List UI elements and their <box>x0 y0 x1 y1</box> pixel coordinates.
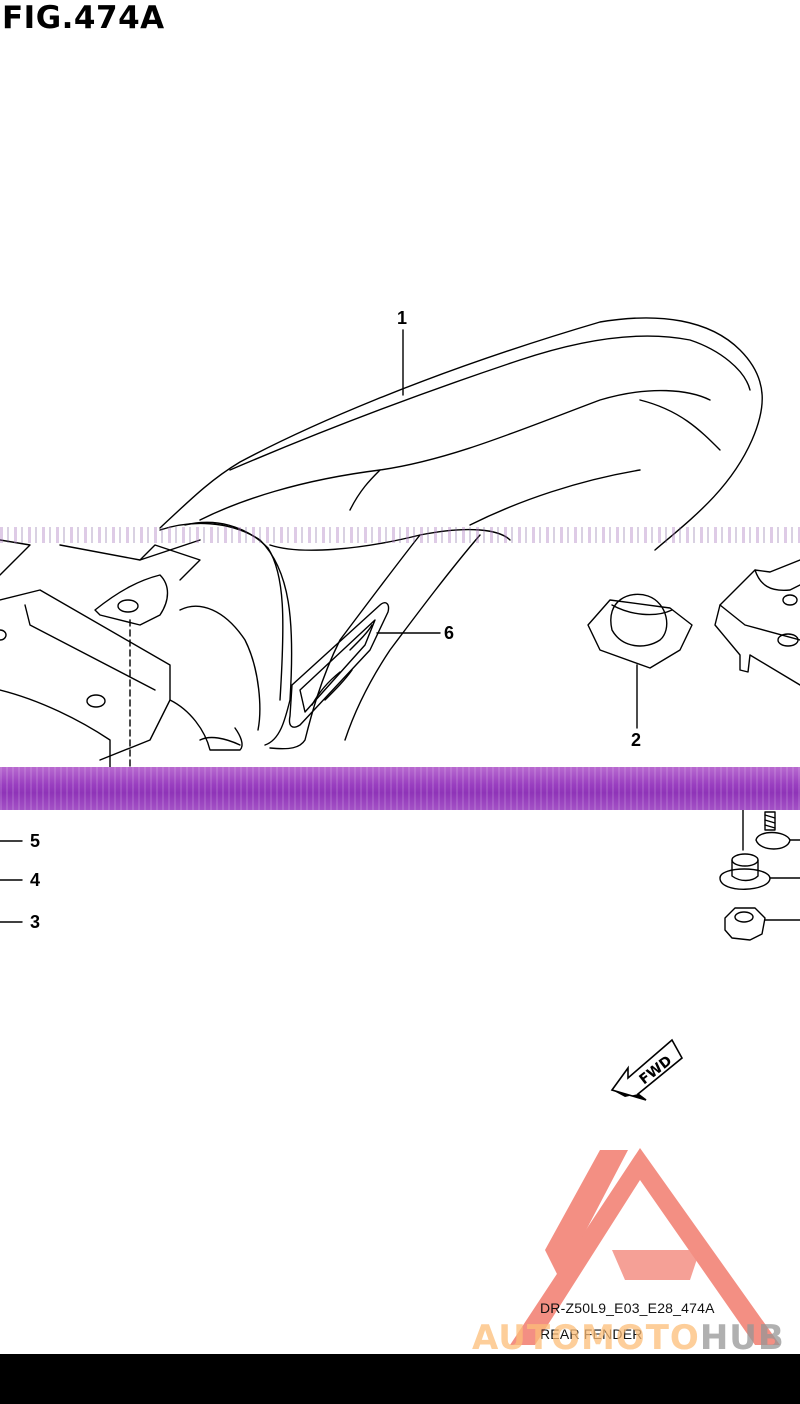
decal-50 <box>288 602 390 728</box>
part-2-cushion <box>587 593 693 669</box>
callout-5: 5 <box>30 831 41 851</box>
part-4-collar <box>719 853 771 890</box>
watermark-text-a: AUTOMOTO <box>472 1318 700 1358</box>
figure-title: FIG.474A <box>2 0 165 36</box>
callout-6: 6 <box>444 623 455 643</box>
fender-top-ridge <box>229 335 751 471</box>
scan-noise-stripe <box>0 527 800 543</box>
bottom-black-bar <box>0 1354 800 1404</box>
fender-mount-bracket <box>0 589 171 761</box>
callout-1: 1 <box>397 308 408 328</box>
fender-inner-edge <box>199 389 711 521</box>
figure-name: REAR FENDER <box>540 1326 643 1342</box>
part-3-nut <box>724 907 766 941</box>
callout-3: 3 <box>30 912 41 932</box>
fender-side-flank <box>159 522 293 746</box>
callout-2: 2 <box>631 730 642 750</box>
callout-4: 4 <box>30 870 41 890</box>
figure-code: DR-Z50L9_E03_E28_474A <box>540 1300 715 1316</box>
watermark-text: AUTOMOTOHUB <box>472 1318 785 1358</box>
fwd-arrow: FWD <box>610 1038 684 1101</box>
part-5-bolt <box>755 811 791 850</box>
watermark-logo <box>510 1148 780 1345</box>
fender-top-outline <box>159 317 763 551</box>
watermark-text-b: HUB <box>699 1318 785 1358</box>
right-bracket <box>714 559 800 686</box>
scan-artifact-band <box>0 767 800 810</box>
